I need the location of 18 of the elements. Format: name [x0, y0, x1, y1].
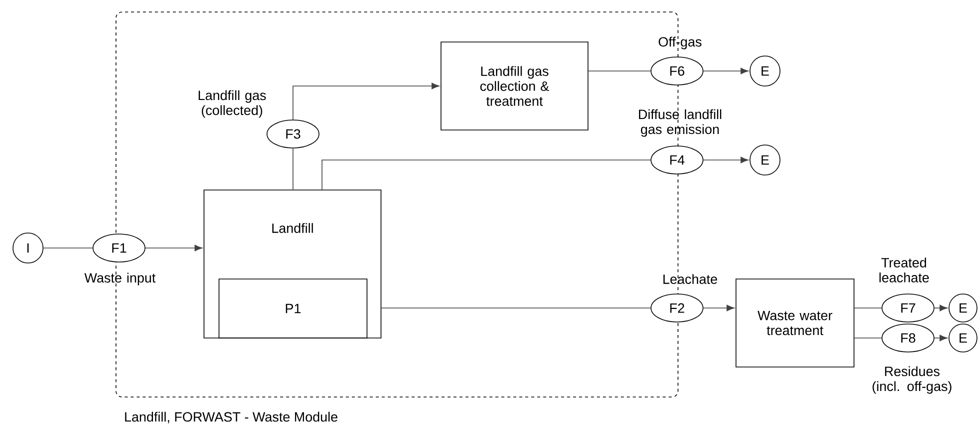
- arrow: [145, 244, 202, 252]
- process-box: P1: [218, 278, 368, 338]
- flow-label: Residues (incl. off-gas): [872, 366, 952, 394]
- process-box: Waste water treatment: [736, 278, 854, 368]
- flow-label: Off-gas: [658, 36, 702, 50]
- arrow: [292, 82, 440, 120]
- arrow: [934, 334, 948, 342]
- arrow: [703, 156, 748, 164]
- arrow: [703, 304, 734, 312]
- process-box: Landfill gas collection & treatment: [440, 42, 588, 130]
- flow-label: Landfill gas (collected): [198, 90, 266, 118]
- flow-label: Treated leachate: [879, 258, 929, 282]
- flow-label: Leachate: [663, 274, 718, 284]
- flow-label: Waste input: [84, 272, 156, 286]
- arrow: [934, 304, 948, 312]
- flow-label: Diffuse landfill gas emission: [639, 109, 722, 137]
- node-label: Landfill, FORWAST - Waste Module: [125, 412, 338, 424]
- arrow: [703, 68, 748, 74]
